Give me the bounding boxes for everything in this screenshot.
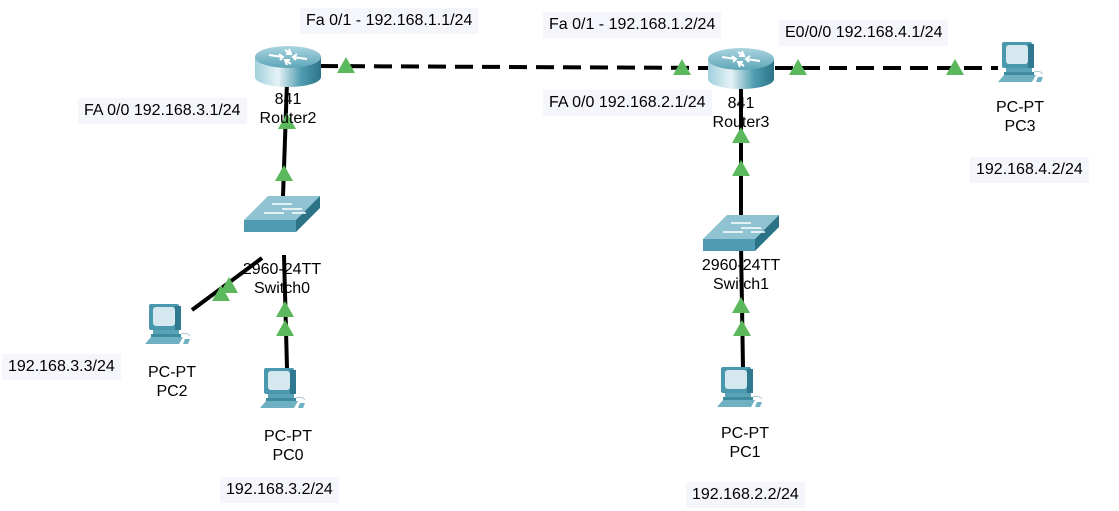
link-up-indicator: [789, 59, 807, 75]
link-router2-router3[interactable]: [319, 64, 709, 70]
link-up-indicator: [337, 57, 355, 73]
pc0-ip-note: 192.168.3.2/24: [220, 477, 339, 503]
pc0-model: PC-PT: [264, 428, 312, 445]
router2-icon[interactable]: [255, 46, 321, 87]
router3-fa01-note: Fa 0/1 - 192.168.1.2/24: [543, 12, 722, 38]
pc3-icon[interactable]: [998, 42, 1044, 82]
link-up-indicator: [733, 320, 751, 336]
router3-fa00-note: FA 0/0 192.168.2.1/24: [543, 90, 712, 116]
pc0-icon[interactable]: [260, 368, 306, 408]
pc3-label: PC-PT PC3: [985, 98, 1055, 136]
router3-model: 841: [727, 95, 755, 112]
link-up-indicator: [732, 160, 750, 176]
link-up-indicator: [946, 59, 964, 75]
pc1-icon[interactable]: [717, 367, 763, 407]
switch0-icon[interactable]: [244, 196, 320, 232]
pc3-ip-note: 192.168.4.2/24: [970, 157, 1089, 183]
switch0-name: Switch0: [253, 280, 311, 297]
router3-label: 841 Router3: [708, 94, 774, 132]
router2-name: Router2: [259, 110, 317, 127]
link-up-indicator: [220, 277, 238, 293]
switch0-label: 2960-24TT Switch0: [234, 260, 330, 298]
pc2-model: PC-PT: [148, 364, 196, 381]
pc0-name: PC0: [272, 447, 304, 464]
link-up-indicator: [673, 59, 691, 75]
router2-label: 841 Router2: [255, 90, 321, 128]
switch1-name: Switch1: [712, 276, 770, 293]
router2-fa00-note: FA 0/0 192.168.3.1/24: [78, 98, 247, 124]
link-up-indicator: [732, 127, 750, 143]
pc2-label: PC-PT PC2: [137, 363, 207, 401]
switch1-icon[interactable]: [703, 215, 779, 251]
pc1-ip-note: 192.168.2.2/24: [686, 482, 805, 508]
pc2-ip-note: 192.168.3.3/24: [2, 354, 121, 380]
link-up-indicator: [278, 113, 296, 129]
router3-e000-note: E0/0/0 192.168.4.1/24: [779, 20, 949, 46]
switch1-model: 2960-24TT: [701, 257, 781, 274]
router2-fa01-note: Fa 0/1 - 192.168.1.1/24: [300, 8, 479, 34]
link-up-indicator: [276, 301, 294, 317]
pc2-name: PC2: [156, 383, 188, 400]
pc1-model: PC-PT: [721, 425, 769, 442]
switch1-label: 2960-24TT Switch1: [693, 256, 789, 294]
pc1-label: PC-PT PC1: [710, 424, 780, 462]
link-up-indicator: [732, 297, 750, 313]
router3-icon[interactable]: [708, 48, 774, 89]
pc1-name: PC1: [729, 444, 761, 461]
pc3-model: PC-PT: [996, 99, 1044, 116]
switch0-model: 2960-24TT: [242, 261, 322, 278]
link-up-indicator: [212, 285, 230, 301]
link-up-indicator: [275, 165, 293, 181]
router3-name: Router3: [712, 114, 770, 131]
link-up-indicator: [276, 320, 294, 336]
pc0-label: PC-PT PC0: [253, 427, 323, 465]
pc3-name: PC3: [1004, 118, 1036, 135]
pc2-icon[interactable]: [145, 304, 191, 344]
router2-model: 841: [274, 91, 302, 108]
